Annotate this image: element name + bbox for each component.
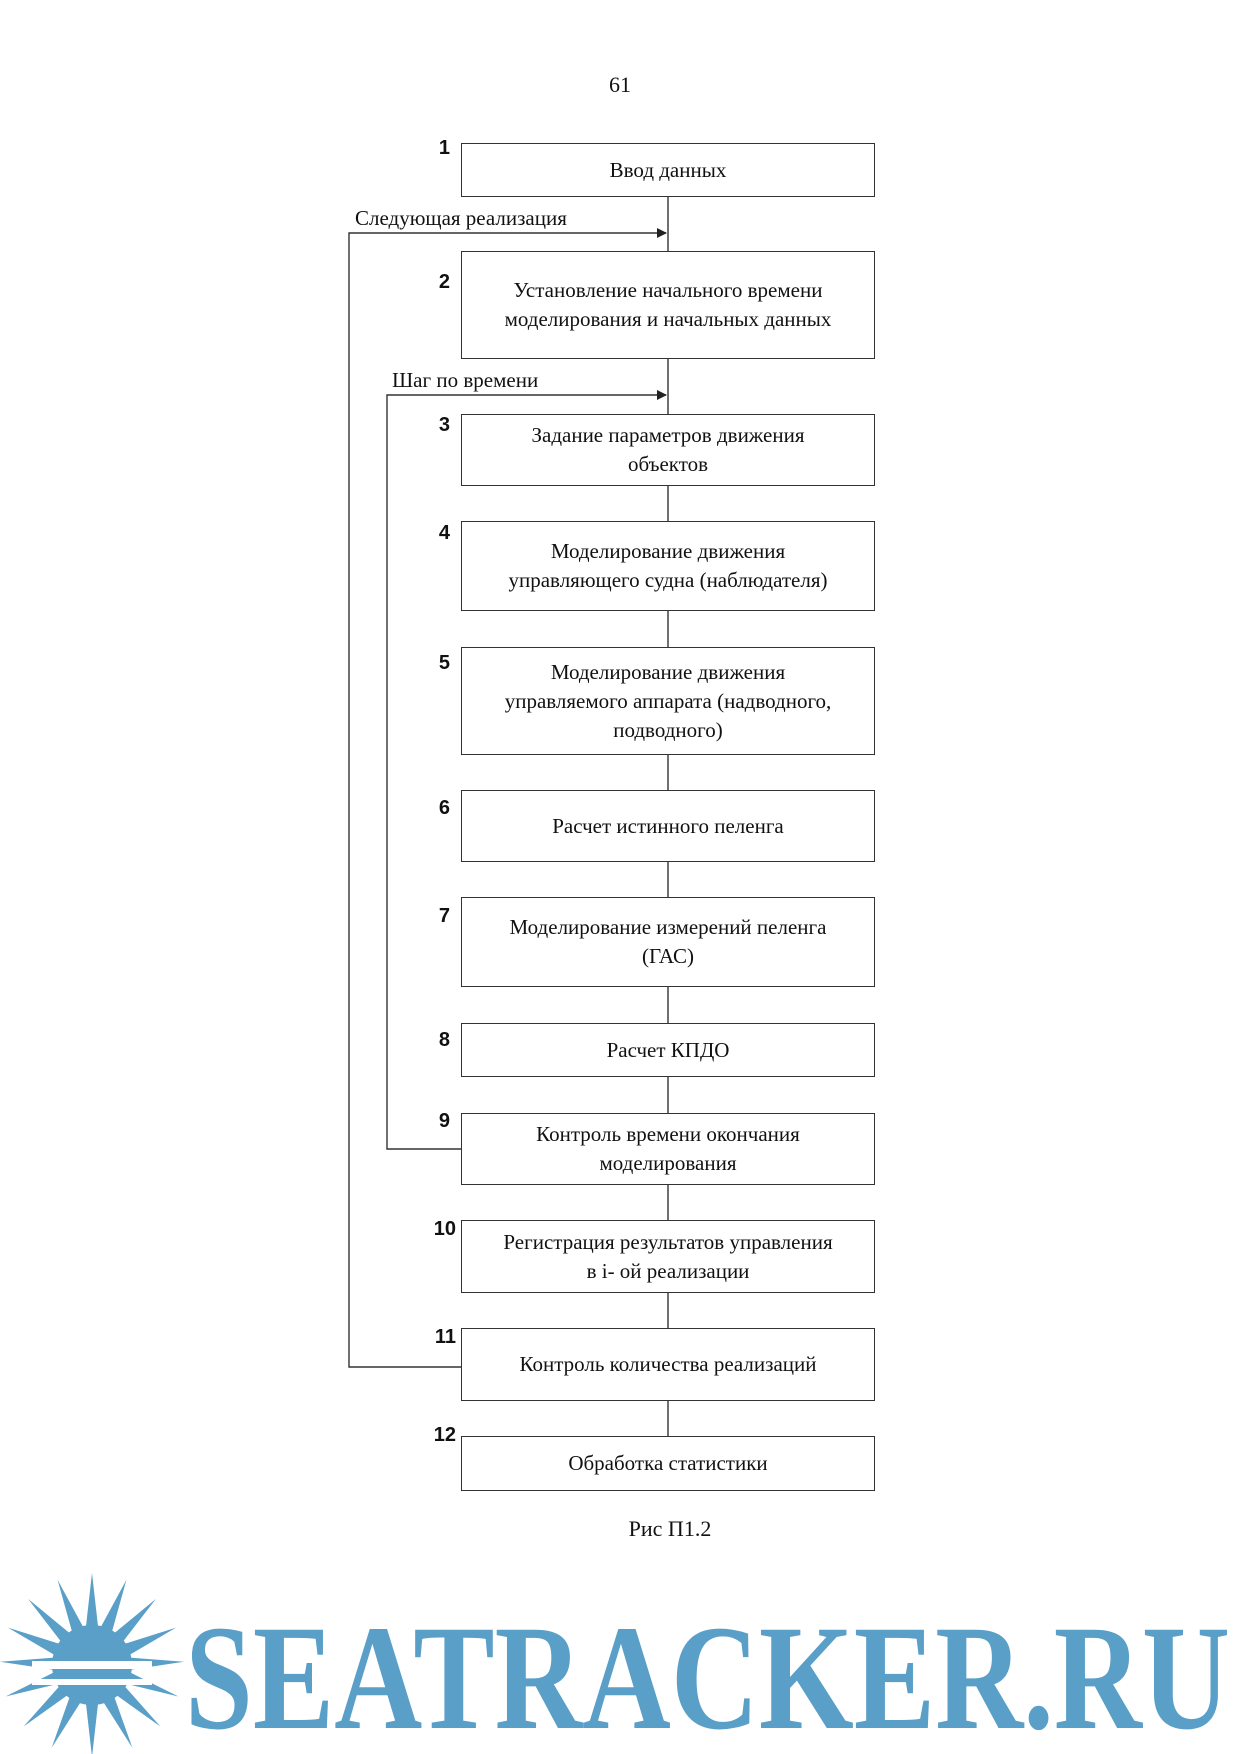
block-3-number: 3: [438, 414, 450, 436]
block-11-number: 11: [434, 1326, 456, 1348]
loop-time-step-line: [386, 390, 667, 1150]
loop-next-realization-line: [348, 228, 667, 1368]
block-8-text: Расчет КПДО: [606, 1037, 730, 1062]
block-5-number: 5: [438, 652, 450, 674]
block-2-number: 2: [438, 271, 450, 293]
block-7-number: 7: [438, 905, 450, 927]
block-2-text: Установление начального времени моделиро…: [504, 278, 832, 331]
figure-caption: Рис П1.2: [628, 1516, 712, 1541]
flowchart-connectors: [348, 197, 669, 1436]
loop-label-next-realization: Следующая реализация: [355, 206, 567, 230]
block-8-number: 8: [438, 1029, 450, 1051]
block-3-text: Задание параметров движения объектов: [531, 423, 805, 476]
block-12-number: 12: [433, 1424, 456, 1446]
block-9-text: Контроль времени окончания моделирования: [536, 1122, 800, 1175]
block-5-vehicle-motion: Моделирование движения управляемого аппа…: [461, 647, 875, 755]
block-1-data-input: Ввод данных: [461, 143, 875, 197]
page-number: 61: [609, 72, 631, 97]
block-9-time-control: Контроль времени окончания моделирования: [461, 1113, 875, 1185]
block-4-text: Моделирование движения управляющего судн…: [508, 539, 828, 592]
block-6-text: Расчет истинного пеленга: [552, 813, 784, 838]
block-10-number: 10: [433, 1218, 456, 1240]
block-7-bearing-measurement: Моделирование измерений пеленга (ГАС): [461, 897, 875, 987]
seatracker-watermark: SEATRACKER.RU: [0, 1573, 1230, 1754]
block-11-realization-count: Контроль количества реализаций: [461, 1328, 875, 1401]
block-4-observer-motion: Моделирование движения управляющего судн…: [461, 521, 875, 611]
block-8-kpdo: Расчет КПДО: [461, 1023, 875, 1077]
block-1-text: Ввод данных: [609, 157, 727, 182]
block-6-number: 6: [438, 797, 450, 819]
block-9-number: 9: [438, 1110, 450, 1132]
block-1-number: 1: [438, 137, 450, 159]
block-11-text: Контроль количества реализаций: [519, 1352, 817, 1376]
watermark-text: SEATRACKER.RU: [185, 1595, 1230, 1754]
block-5-text: Моделирование движения управляемого аппа…: [504, 659, 832, 742]
block-12-statistics: Обработка статистики: [461, 1436, 875, 1491]
loop-label-time-step: Шаг по времени: [392, 368, 539, 392]
block-7-text: Моделирование измерений пеленга (ГАС): [509, 915, 827, 968]
block-3-motion-params: Задание параметров движения объектов: [461, 414, 875, 486]
block-10-register-results: Регистрация результатов управления в i- …: [461, 1220, 875, 1293]
block-12-text: Обработка статистики: [568, 1451, 768, 1475]
block-10-text: Регистрация результатов управления в i- …: [503, 1229, 833, 1283]
block-2-init-time: Установление начального времени моделиро…: [461, 251, 875, 359]
block-6-true-bearing: Расчет истинного пеленга: [461, 790, 875, 862]
sun-icon: [0, 1573, 184, 1754]
block-4-number: 4: [438, 522, 450, 544]
